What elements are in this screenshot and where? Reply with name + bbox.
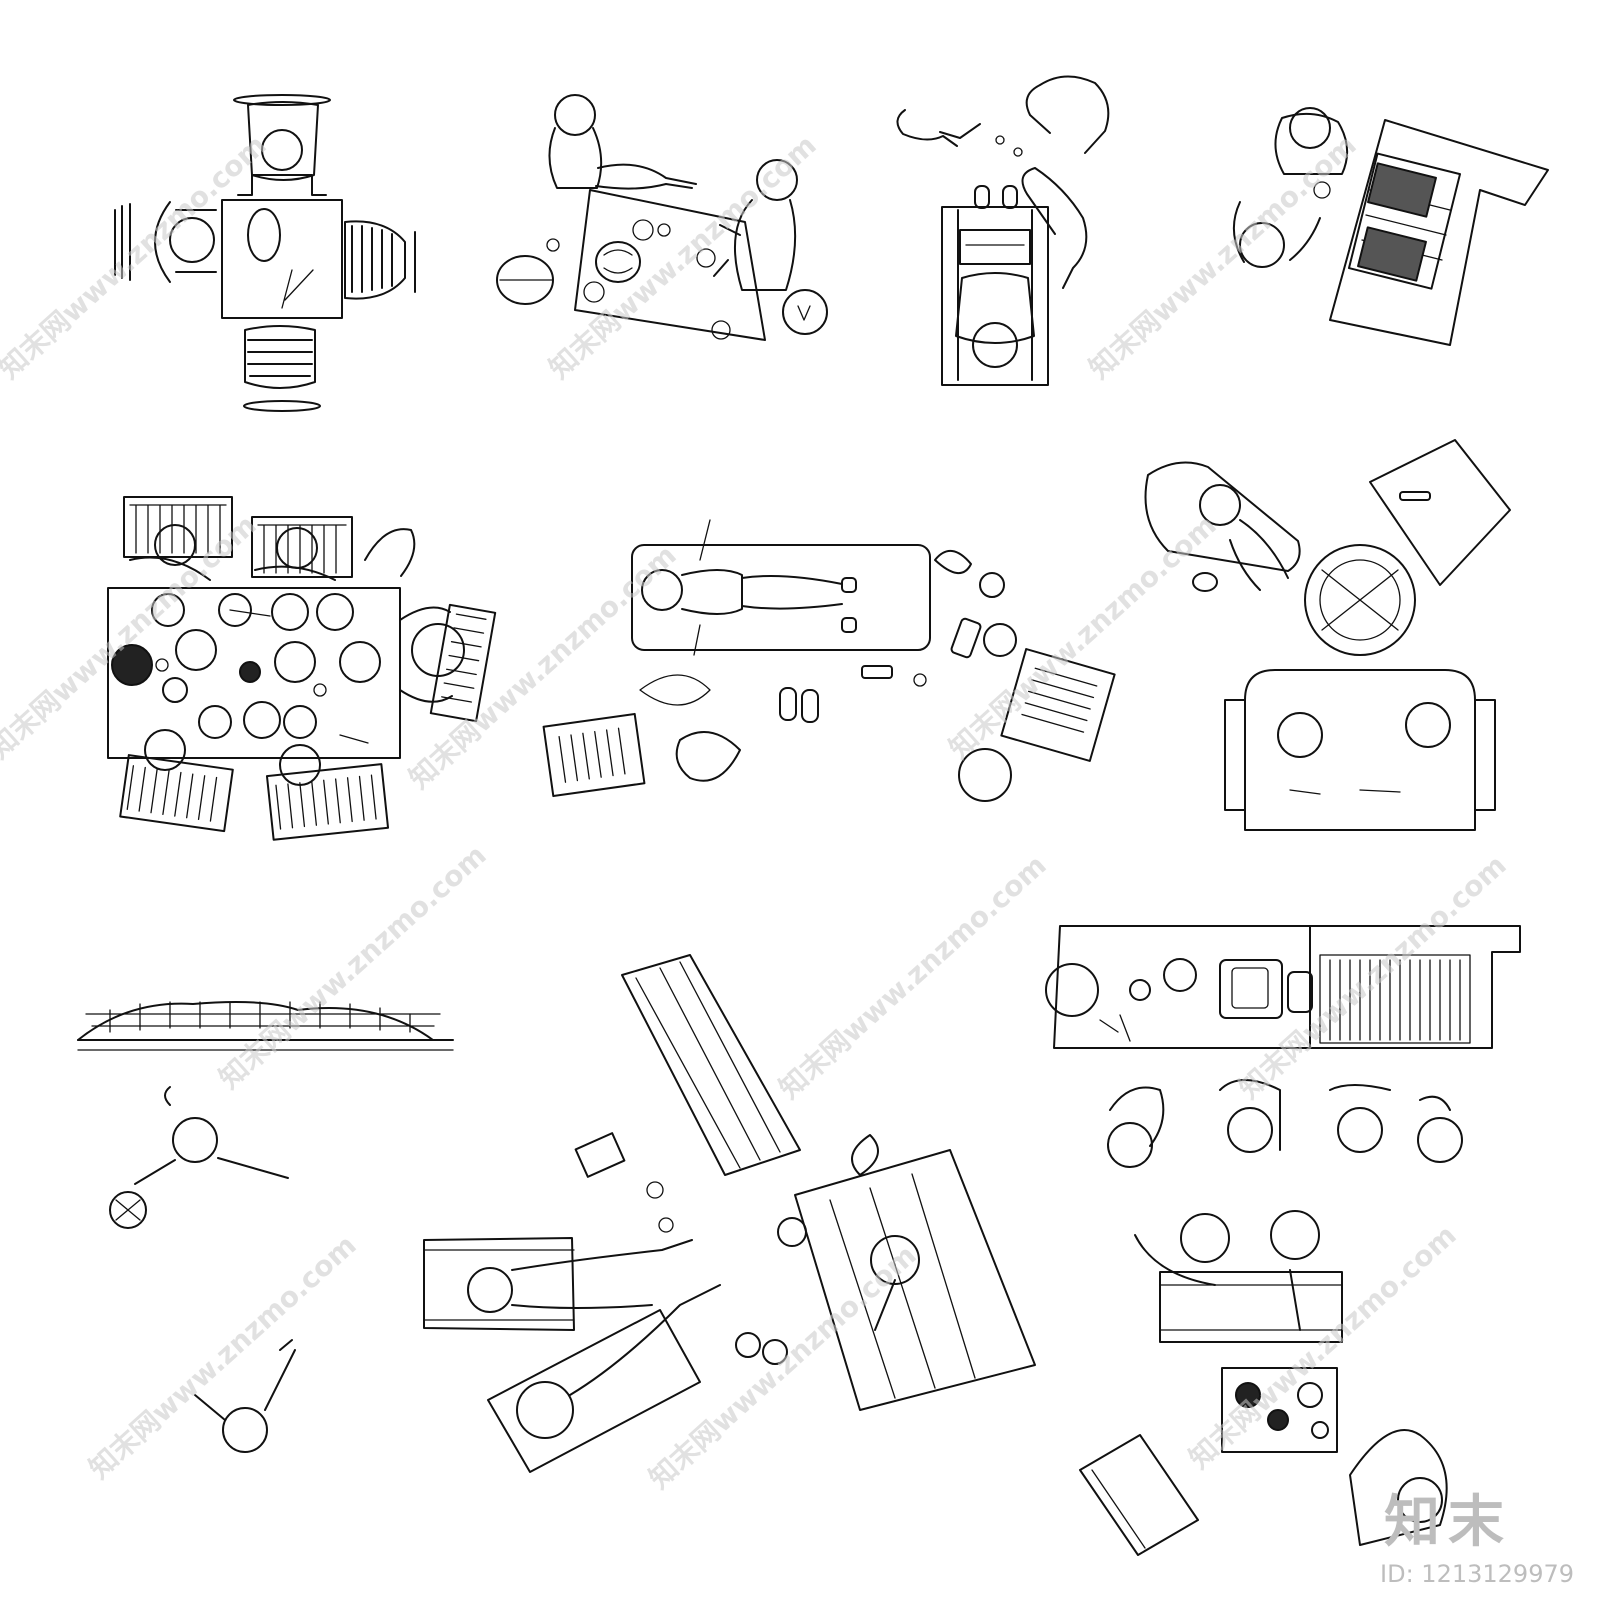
- watermark-text: 知末网www.znzmo.com: [0, 508, 263, 765]
- vignette-grill-counter: [1232, 107, 1549, 346]
- vignette-laptop-chair-with-dogs: [896, 75, 1110, 386]
- vignette-sofa-round-table: [1144, 439, 1511, 831]
- watermark-text: 知末网www.znzmo.com: [543, 128, 823, 385]
- watermark-text: 知末网www.znzmo.com: [213, 838, 493, 1095]
- vignette-family-dinner-table: [107, 496, 497, 841]
- vignette-bench-low-table: [1079, 1210, 1448, 1556]
- vignette-soccer-goal-players: [77, 1001, 454, 1453]
- watermark-text: 知末网www.znzmo.com: [643, 1238, 923, 1495]
- brand-logo-watermark: 知末: [1384, 1490, 1512, 1555]
- vignette-yoga-mat: [542, 519, 1116, 802]
- image-id-label: ID: 1213129979: [1380, 1560, 1574, 1588]
- vignette-beach-loungers: [423, 954, 1036, 1473]
- watermark-text: 知末网www.znzmo.com: [0, 128, 273, 385]
- watermark-text: 知末网www.znzmo.com: [1083, 128, 1363, 385]
- vignette-dining-four-chairs: [114, 94, 416, 412]
- watermark-text: 知末网www.znzmo.com: [83, 1228, 363, 1485]
- watermark-text: 知末网www.znzmo.com: [773, 848, 1053, 1105]
- vignette-picnic-blanket: [496, 94, 828, 341]
- vignette-kitchen-counter: [1045, 925, 1521, 1168]
